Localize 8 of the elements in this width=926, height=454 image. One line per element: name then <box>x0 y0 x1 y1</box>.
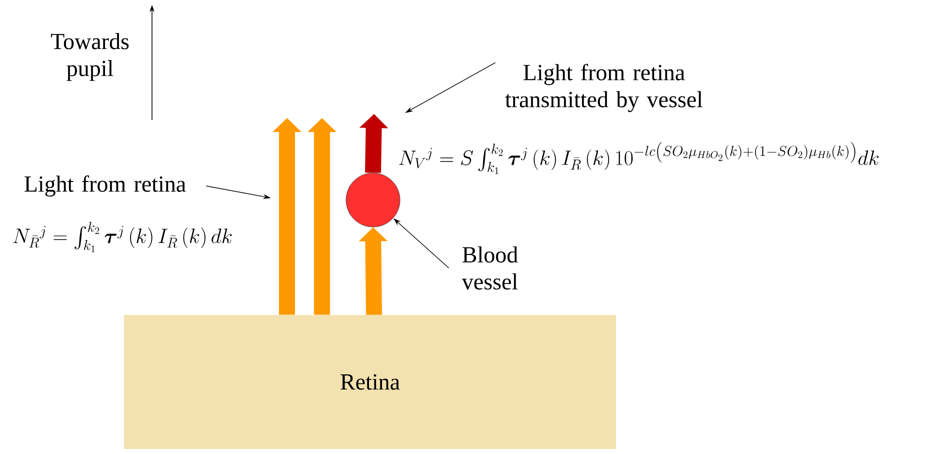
direction-label: Towards pupil <box>51 33 129 81</box>
formula: $N_{\bar{R}}{}^{j} = \int_{k_1}^{k_2} \boldsymbol{\tau}^{j}\left(k\right) I_{\bar{R}}\left(k\right) dk$ <box>13 222 232 252</box>
vessel-circle <box>346 172 400 228</box>
retina-block: Retina <box>124 315 616 449</box>
formula: $N_{V}{}^{j} = S\int_{k_1}^{k_2} \boldsymbol{\tau}^{j}\left(k\right) I_{\bar{R}}\left(k\right) 10^{-lc\left(SO_2\mu_{HbO_2}\left(k\right)+\left(1-SO_2\right)\mu_{Hb}\left(k\right)\right)} dk$ <box>399 142 879 174</box>
callout-text: Blood vessel <box>462 246 518 290</box>
callout-text: Light from retina <box>24 175 186 197</box>
callout-text: Light from retina transmitted by vessel <box>505 64 703 112</box>
